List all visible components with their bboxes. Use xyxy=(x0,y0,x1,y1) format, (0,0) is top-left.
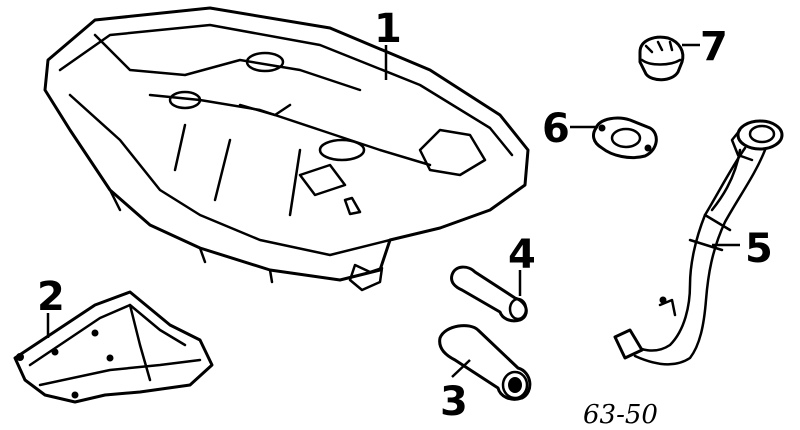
hose-upper-illustration xyxy=(450,265,528,323)
callout-4: 4 xyxy=(508,232,536,278)
leader-lines xyxy=(46,43,740,378)
leader-3 xyxy=(451,359,471,378)
callout-1: 1 xyxy=(374,6,402,52)
diagram-reference-code: 63-50 xyxy=(583,400,658,430)
callout-2: 2 xyxy=(37,274,65,320)
gasket-illustration xyxy=(592,116,658,160)
callout-6: 6 xyxy=(542,106,570,152)
callout-7: 7 xyxy=(700,24,728,70)
filler-pipe-illustration xyxy=(613,119,784,366)
hose-lower-illustration xyxy=(438,324,532,401)
callout-5: 5 xyxy=(745,226,773,272)
fuel-tank-illustration xyxy=(43,6,530,292)
callout-3: 3 xyxy=(440,379,468,425)
cap-illustration xyxy=(638,35,685,82)
callout-labels: 1 2 3 4 5 6 7 xyxy=(37,6,773,425)
heat-shield-illustration xyxy=(13,290,214,404)
